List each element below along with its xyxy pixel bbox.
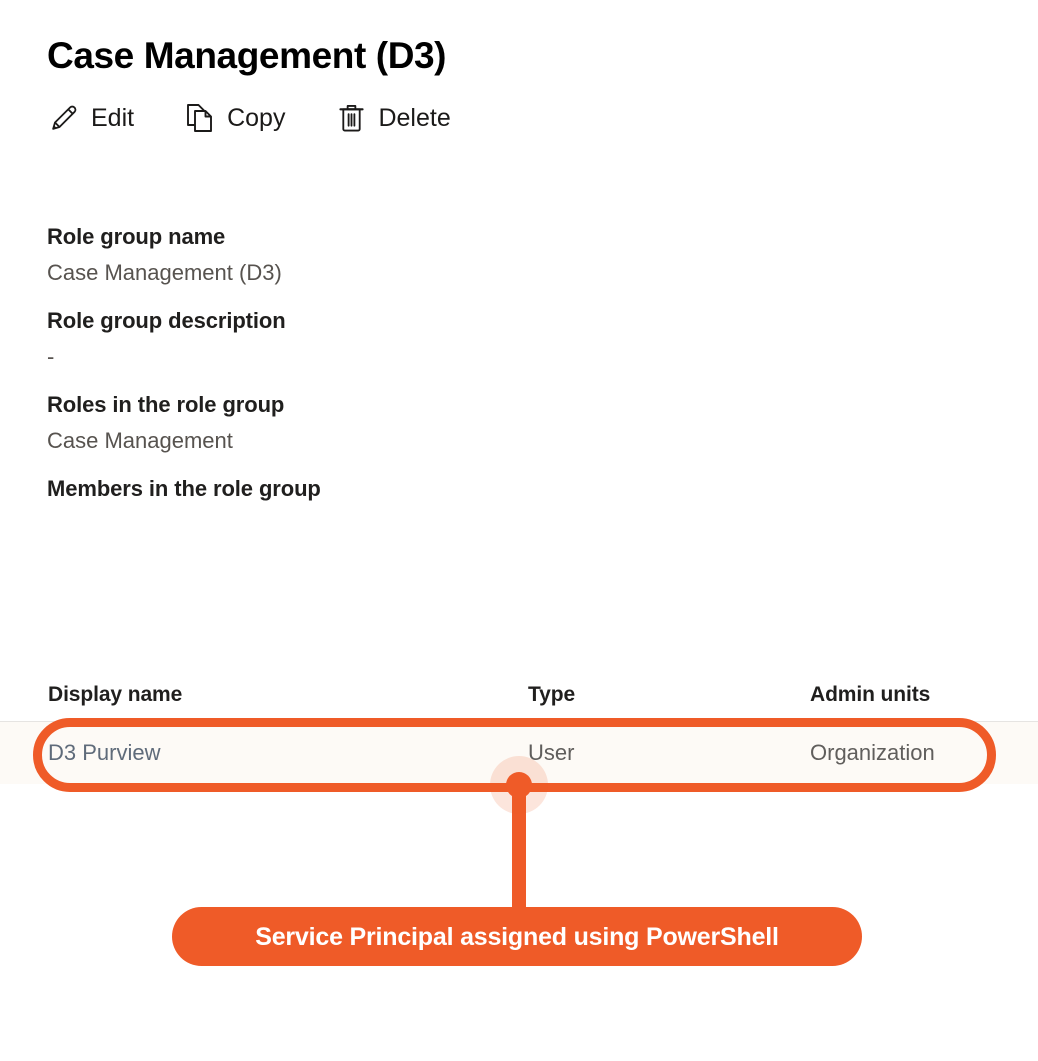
edit-button-label: Edit [91, 104, 135, 132]
table-row[interactable]: D3 Purview User Organization [0, 722, 1038, 784]
annotation-callout-text: Service Principal assigned using PowerSh… [255, 922, 779, 951]
field-value: Case Management (D3) [47, 260, 282, 285]
copy-button[interactable]: Copy [180, 100, 297, 136]
field-value: - [47, 344, 55, 369]
column-header-display-name[interactable]: Display name [48, 682, 183, 706]
edit-button[interactable]: Edit [44, 100, 146, 136]
page-title: Case Management (D3) [47, 35, 447, 76]
delete-button[interactable]: Delete [331, 100, 462, 136]
field-label: Members in the role group [47, 476, 321, 501]
field-roles-in-role-group: Roles in the role group Case Management [47, 390, 747, 456]
members-table: Display name Type Admin units D3 Purview… [0, 668, 1038, 784]
field-role-group-description: Role group description - [47, 306, 747, 372]
copy-button-label: Copy [227, 104, 286, 132]
cell-display-name[interactable]: D3 Purview [48, 740, 161, 765]
annotation-connector-line [512, 785, 526, 915]
column-header-admin-units[interactable]: Admin units [810, 682, 931, 706]
field-members-in-role-group: Members in the role group [47, 474, 747, 504]
annotation-callout: Service Principal assigned using PowerSh… [172, 907, 862, 966]
table-header-row: Display name Type Admin units [0, 668, 1038, 722]
cell-type: User [528, 740, 575, 765]
field-label: Role group description [47, 308, 286, 333]
delete-button-label: Delete [378, 104, 451, 132]
trash-icon [335, 102, 367, 134]
role-group-details: Role group name Case Management (D3) Rol… [47, 222, 747, 504]
command-bar: Edit Copy Delete [44, 100, 463, 136]
field-value: Case Management [47, 428, 233, 453]
cell-admin-units: Organization [810, 740, 935, 765]
copy-icon [184, 102, 216, 134]
field-role-group-name: Role group name Case Management (D3) [47, 222, 747, 288]
field-label: Roles in the role group [47, 392, 285, 417]
pencil-icon [48, 102, 80, 134]
column-header-type[interactable]: Type [528, 682, 576, 706]
field-label: Role group name [47, 224, 226, 249]
